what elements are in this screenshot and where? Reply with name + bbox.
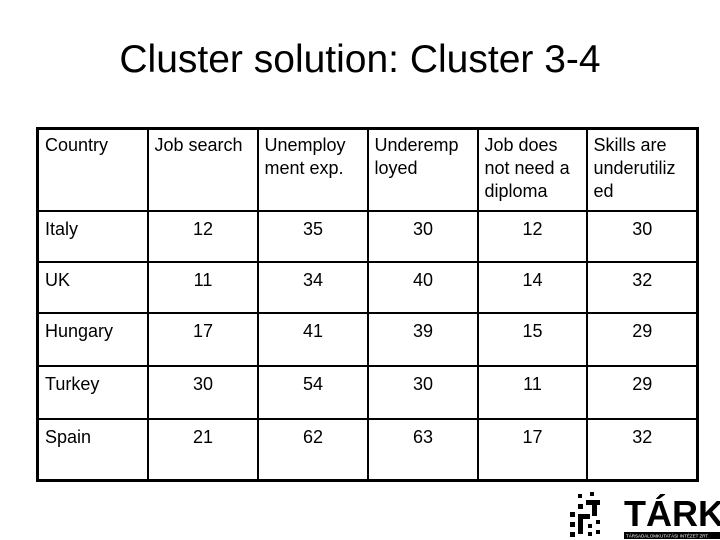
column-header: Underemp loyed [366,127,479,212]
country-cell: Spain [36,417,149,482]
column-header: Skills are underutiliz ed [585,127,699,212]
value-cell: 54 [256,364,369,420]
value-cell: 63 [366,417,479,482]
country-cell: Turkey [36,364,149,420]
value-cell: 32 [585,260,699,314]
value-cell: 30 [146,364,259,420]
value-cell: 14 [476,260,588,314]
column-header: Unemploy ment exp. [256,127,369,212]
slide-title: Cluster solution: Cluster 3-4 [119,38,601,81]
value-cell: 41 [256,311,369,367]
value-cell: 39 [366,311,479,367]
value-cell: 11 [476,364,588,420]
tarki-logo: TÁRKI TÁRSADALOMKUTATÁSI INTÉZET ZRT. [570,492,720,539]
column-header: Country [36,127,149,212]
column-header: Job search [146,127,259,212]
value-cell: 35 [256,209,369,263]
value-cell: 15 [476,311,588,367]
value-cell: 29 [585,311,699,367]
value-cell: 40 [366,260,479,314]
logo-wordmark: TÁRKI [624,493,720,534]
logo-subtitle: TÁRSADALOMKUTATÁSI INTÉZET ZRT. [626,533,709,539]
value-cell: 62 [256,417,369,482]
country-cell: Hungary [36,311,149,367]
value-cell: 30 [366,364,479,420]
value-cell: 34 [256,260,369,314]
country-cell: Italy [36,209,149,263]
value-cell: 21 [146,417,259,482]
value-cell: 30 [366,209,479,263]
value-cell: 12 [476,209,588,263]
value-cell: 29 [585,364,699,420]
value-cell: 32 [585,417,699,482]
value-cell: 17 [476,417,588,482]
value-cell: 12 [146,209,259,263]
country-cell: UK [36,260,149,314]
value-cell: 11 [146,260,259,314]
value-cell: 30 [585,209,699,263]
column-header: Job does not need a diploma [476,127,588,212]
value-cell: 17 [146,311,259,367]
